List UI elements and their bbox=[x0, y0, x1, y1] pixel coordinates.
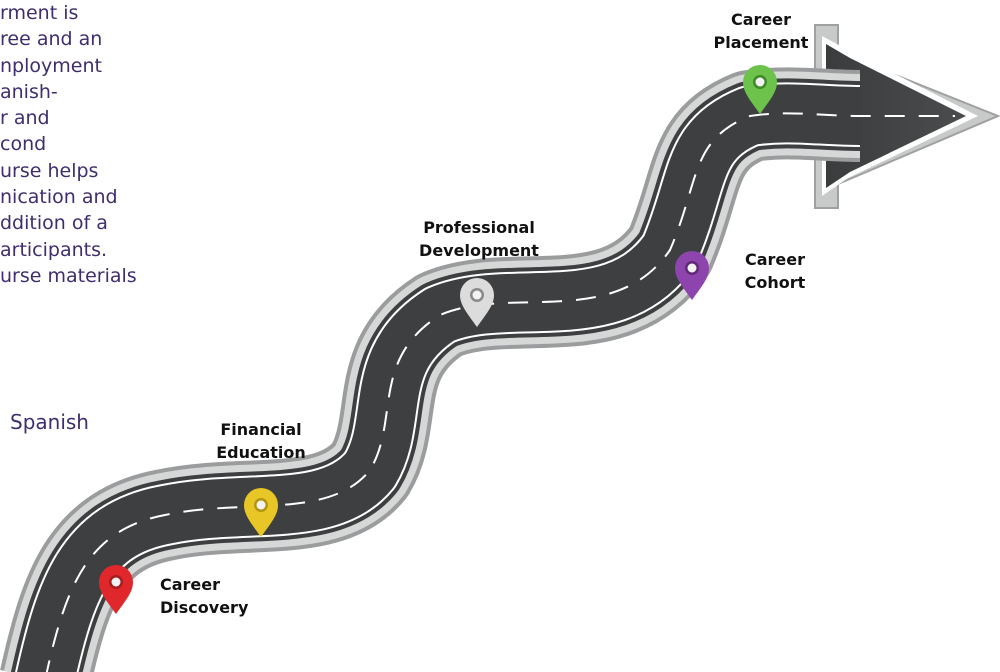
intro-line: r and bbox=[0, 107, 50, 130]
milestone-label-financial-education: Financial Education bbox=[198, 418, 324, 464]
intro-line: urse helps bbox=[0, 159, 99, 182]
milestone-line1: Career bbox=[744, 250, 806, 269]
milestone-line2: Cohort bbox=[744, 273, 806, 292]
intro-paragraph: rment is ree and an nployment anish- r a… bbox=[0, 0, 175, 289]
intro-line: urse materials bbox=[0, 264, 137, 287]
milestone-line2: Development bbox=[419, 241, 539, 260]
milestone-line1: Career bbox=[160, 575, 221, 594]
milestone-line1: Professional bbox=[423, 218, 535, 237]
intro-line: nication and bbox=[0, 186, 118, 209]
milestone-line2: Education bbox=[216, 443, 306, 462]
milestone-line1: Financial bbox=[220, 420, 302, 439]
intro-line: nployment bbox=[0, 54, 102, 77]
intro-line: cond bbox=[0, 133, 47, 156]
intro-line: articipants. bbox=[0, 238, 108, 261]
intro-line: ree and an bbox=[0, 28, 103, 51]
pin-financial-education-icon bbox=[244, 488, 278, 537]
pin-career-placement-icon bbox=[743, 65, 777, 114]
pin-career-discovery-icon bbox=[99, 565, 133, 614]
milestone-line1: Career bbox=[730, 10, 792, 29]
milestone-label-career-placement: Career Placement bbox=[698, 8, 824, 54]
milestone-label-career-cohort: Career Cohort bbox=[733, 248, 817, 294]
milestone-label-career-discovery: Career Discovery bbox=[160, 573, 248, 619]
milestone-line2: Placement bbox=[713, 33, 809, 52]
road-center-dashes bbox=[45, 112, 955, 672]
intro-line: rment is bbox=[0, 2, 79, 24]
intro-line: anish- bbox=[0, 80, 58, 103]
pin-professional-development-icon bbox=[460, 278, 494, 327]
language-label: Spanish bbox=[10, 410, 89, 434]
pin-career-cohort-icon bbox=[675, 251, 709, 300]
intro-line: ddition of a bbox=[0, 212, 108, 235]
milestone-line2: Discovery bbox=[160, 598, 249, 617]
milestone-label-professional-development: Professional Development bbox=[400, 216, 558, 262]
